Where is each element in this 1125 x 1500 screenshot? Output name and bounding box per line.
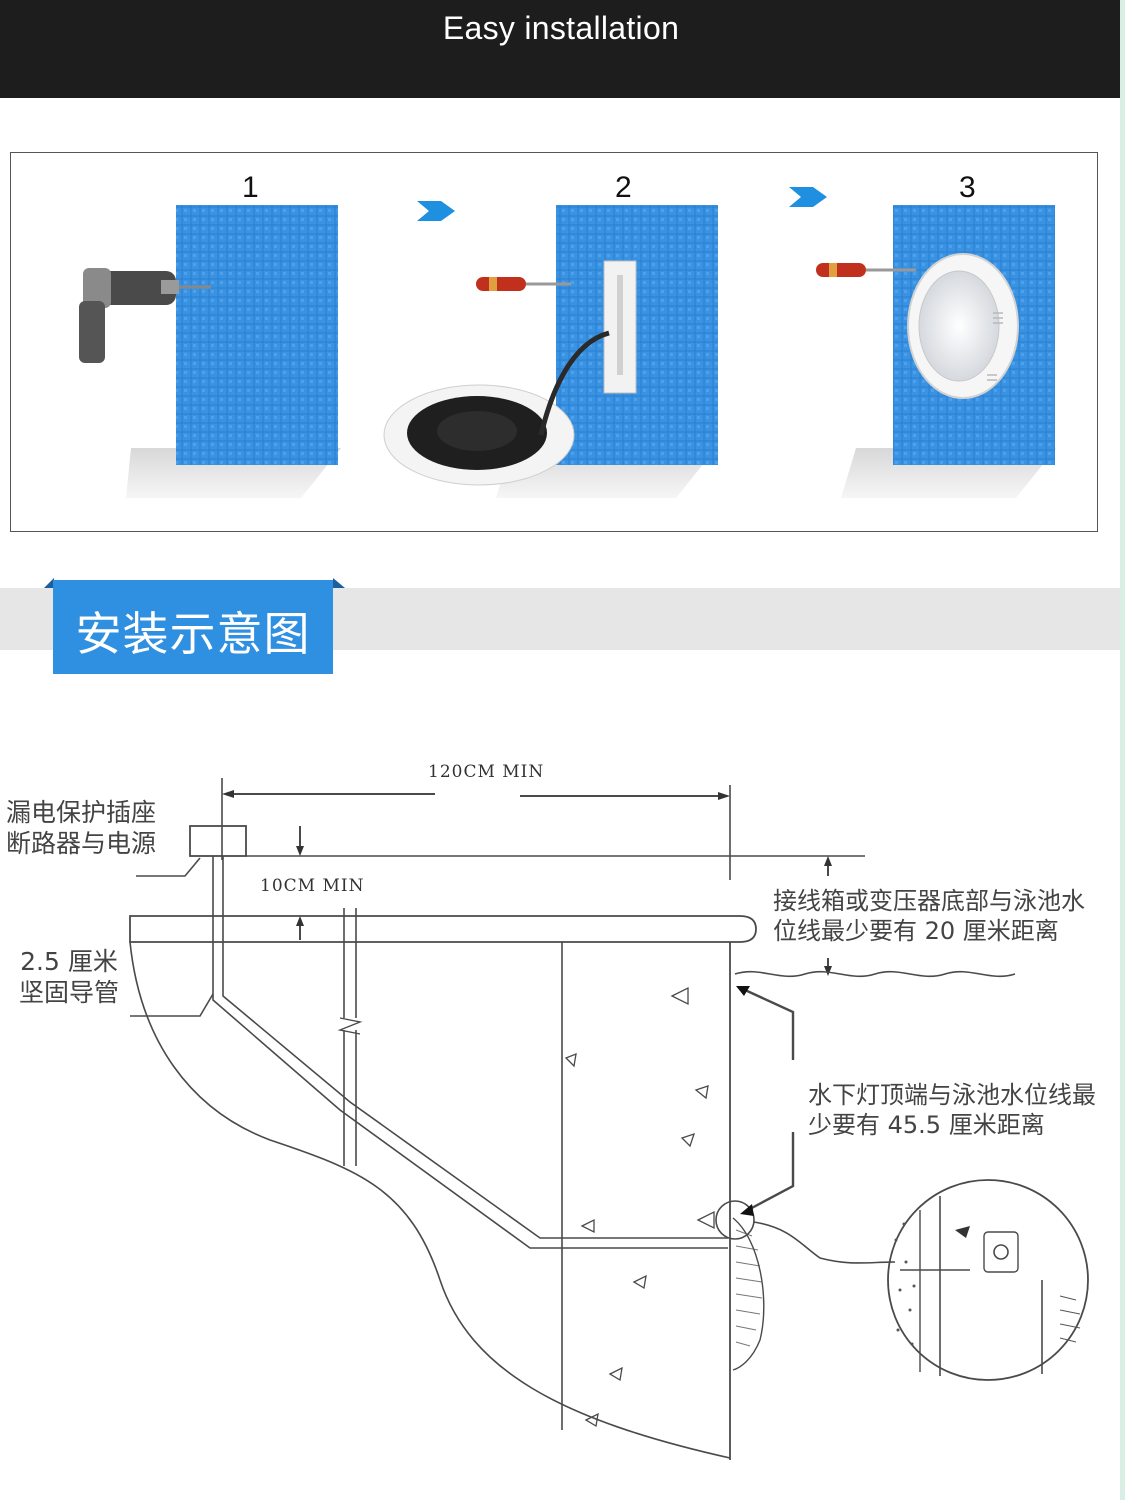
label-conduit: 2.5 厘米 坚固导管 — [18, 947, 119, 1008]
pool-light-icon — [907, 253, 1019, 399]
steps-illustration — [79, 187, 1056, 498]
detail-bracket — [983, 1231, 1019, 1273]
light-base-unit — [383, 384, 575, 486]
arrow-to-light — [747, 1132, 795, 1212]
section-title-tab: 安装示意图 — [53, 580, 333, 674]
step-arrow-2-icon — [789, 187, 827, 207]
step-2-group — [383, 205, 718, 498]
step-3-group — [816, 205, 1056, 498]
junction-box — [189, 825, 247, 857]
dim-label-10cm: 10CM MIN — [260, 876, 365, 896]
leader-socket — [136, 857, 201, 877]
step-1-group — [79, 205, 341, 498]
screwdriver-icon — [816, 263, 916, 277]
step-number-2: 2 — [615, 171, 632, 204]
detail-callout-circle — [715, 1200, 755, 1240]
right-edge-strip — [1120, 0, 1125, 1500]
arrow-to-waterline — [744, 988, 795, 1060]
drill-icon — [79, 268, 211, 363]
step-2-tile-wall — [556, 205, 718, 465]
screwdriver-icon — [476, 277, 571, 291]
tab-fold-right — [333, 578, 345, 588]
leader-conduit — [130, 993, 214, 1017]
step-1-tile-wall — [176, 205, 338, 465]
water-line — [734, 970, 1016, 978]
step-arrow-1-icon — [417, 201, 455, 221]
label-light-distance: 水下灯顶端与泳池水位线最 少要有 45.5 厘米距离 — [808, 1081, 1096, 1139]
pool-deck — [129, 915, 757, 943]
header-bar: Easy installation — [0, 0, 1122, 98]
installation-schematic — [129, 778, 1089, 1460]
label-junction-distance: 接线箱或变压器底部与泳池水 位线最少要有 20 厘米距离 — [773, 887, 1085, 945]
step-number-1: 1 — [242, 171, 259, 204]
installation-steps-panel: 1 2 3 — [10, 152, 1098, 532]
power-cable — [538, 330, 610, 436]
page-title: Easy installation — [442, 10, 680, 46]
tab-fold-left — [44, 578, 54, 588]
step-number-3: 3 — [959, 171, 976, 204]
section-title: 安装示意图 — [75, 607, 311, 661]
label-socket-breaker: 漏电保护插座 断路器与电源 — [6, 798, 157, 859]
dim-label-120cm: 120CM MIN — [428, 762, 545, 782]
concrete-aggregate — [564, 986, 715, 1428]
ground-profile — [129, 941, 731, 1459]
light-fixture — [732, 1217, 765, 1371]
detail-magnifier — [887, 1179, 1089, 1381]
conduit-pipe — [212, 856, 728, 1249]
detail-leader — [753, 1221, 896, 1264]
